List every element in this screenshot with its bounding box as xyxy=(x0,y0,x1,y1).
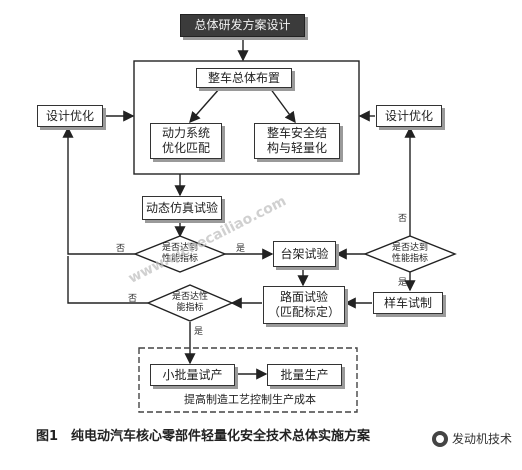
overall-plan-box: 总体研发方案设计 xyxy=(180,14,305,37)
cost-reduction-text: 提高制造工艺控制生产成本 xyxy=(184,393,316,406)
brand-mark: 发动机技术 xyxy=(431,430,512,447)
diamond-1-text: 是否达到 性能指标 xyxy=(161,243,198,264)
dynamic-simulation-box: 动态仿真试验 xyxy=(142,196,222,220)
arrow-layout-body xyxy=(259,76,296,124)
arrow-diamond1-no xyxy=(62,126,135,255)
diamond-2-text: 是否达性 能指标 xyxy=(171,292,208,313)
decision-diamond-2 xyxy=(146,284,234,322)
vehicle-layout-box: 整车总体布置 xyxy=(196,68,292,88)
label-no-2: 否 xyxy=(128,294,138,304)
decision-diamond-3 xyxy=(363,235,457,273)
diamond-3-text: 是否达到 性能指标 xyxy=(391,243,428,264)
powertrain-box: 动力系统 优化匹配 xyxy=(150,123,222,159)
body-safety-box: 整车安全结 构与轻量化 xyxy=(254,123,340,159)
road-test-box: 路面试验 （匹配标定） xyxy=(263,286,345,324)
brand-name: 发动机技术 xyxy=(451,432,512,446)
production-frame xyxy=(138,347,358,413)
label-yes-1: 是 xyxy=(236,244,246,254)
prototype-build-box: 样车试制 xyxy=(373,292,443,314)
label-no-3: 否 xyxy=(398,214,408,224)
label-yes-3: 是 xyxy=(398,278,408,288)
wechat-icon xyxy=(431,430,448,447)
decision-diamond-1 xyxy=(133,235,227,273)
design-optimize-right-box: 设计优化 xyxy=(376,105,442,127)
arrow-diamond2-no xyxy=(67,256,148,304)
small-batch-box: 小批量试产 xyxy=(150,364,235,386)
mass-production-box: 批量生产 xyxy=(267,364,342,386)
label-yes-2: 是 xyxy=(194,327,204,337)
bench-test-box: 台架试验 xyxy=(273,241,336,267)
figure-caption: 图1 纯电动汽车核心零部件轻量化安全技术总体实施方案 xyxy=(36,429,371,444)
label-no-1: 否 xyxy=(116,244,126,254)
arrow-layout-power xyxy=(189,76,231,124)
design-optimize-left-box: 设计优化 xyxy=(37,105,103,127)
